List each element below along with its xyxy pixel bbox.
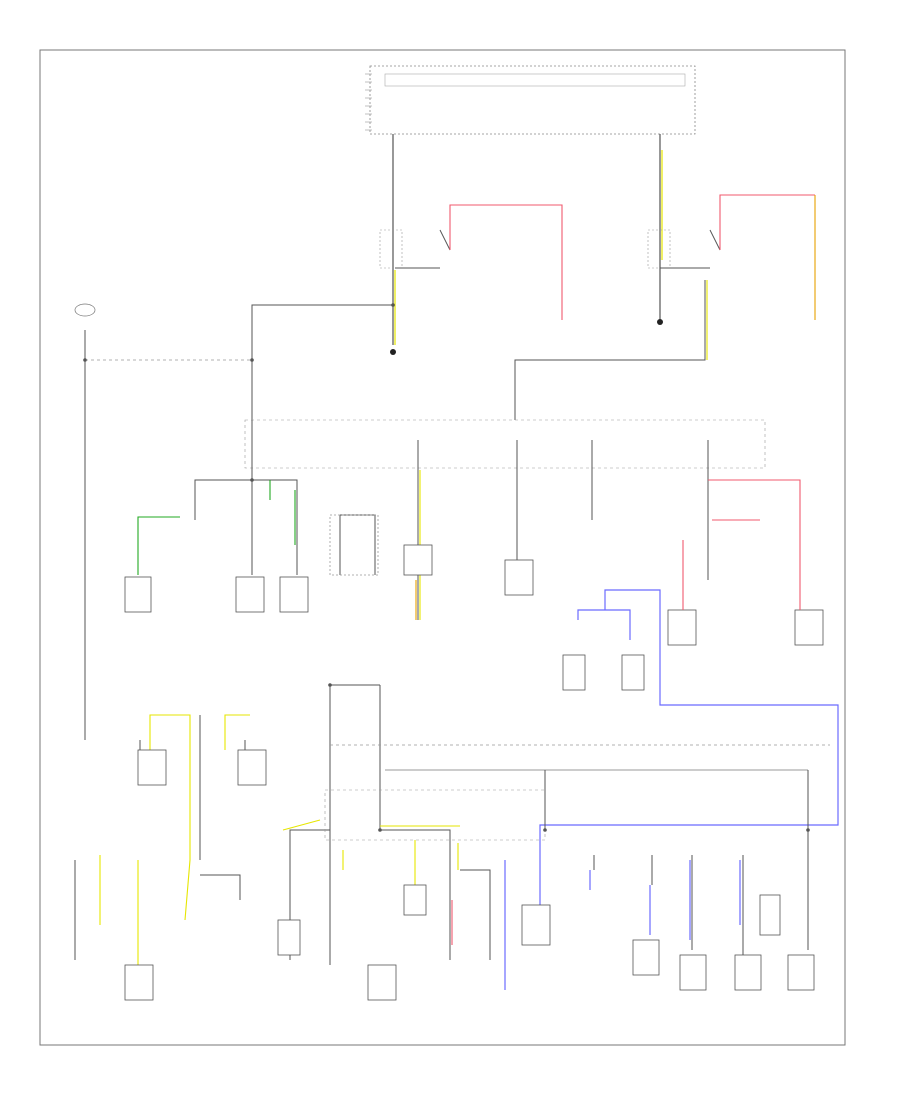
main-feed-wires xyxy=(392,134,663,345)
splice-points xyxy=(83,303,810,832)
component-module-625 xyxy=(621,654,645,691)
component-lower-765 xyxy=(759,894,781,936)
component-shift-lock xyxy=(279,576,309,613)
left-bank-branches xyxy=(194,479,376,575)
components-mid-row xyxy=(124,514,824,691)
red-wires-mid xyxy=(682,479,801,610)
components-lower-row xyxy=(124,749,815,1001)
left-bus xyxy=(84,304,393,740)
blue-wires xyxy=(504,589,839,990)
ground-g2 xyxy=(657,319,663,325)
component-module-565 xyxy=(562,654,586,691)
component-module-517 xyxy=(504,559,534,596)
component-stop-switch xyxy=(235,576,265,613)
green-wire-left xyxy=(137,516,180,575)
control-module-outline xyxy=(369,65,696,135)
component-lower-370 xyxy=(367,964,397,1001)
component-transmission-range xyxy=(329,514,379,576)
fuse-block-lower xyxy=(324,789,546,841)
component-lower-635 xyxy=(632,939,660,976)
control-module-inner-label-box xyxy=(384,73,686,87)
component-lower-735 xyxy=(734,954,762,991)
lower-left-branches xyxy=(74,715,246,960)
component-module-795 xyxy=(794,609,824,646)
lower-distribution xyxy=(289,684,451,965)
component-tcm-left xyxy=(124,576,152,613)
relay-right xyxy=(647,229,721,269)
fuse-block-middle xyxy=(244,419,766,469)
component-lower-405 xyxy=(403,884,427,916)
component-lower-240 xyxy=(237,749,267,786)
ground-symbols-top xyxy=(390,319,663,355)
component-module-670 xyxy=(667,609,697,646)
lower-right-drops xyxy=(460,770,809,960)
control-module-pins xyxy=(365,73,372,131)
top-control-module xyxy=(365,65,696,135)
middle-fuse-drops xyxy=(251,420,709,620)
component-lower-525 xyxy=(521,904,551,946)
component-speed-sensor xyxy=(403,544,433,576)
red-wires-top xyxy=(449,194,815,320)
component-lower-125 xyxy=(124,964,154,1001)
diagram-frame xyxy=(39,49,846,1046)
splice-top-left xyxy=(74,303,96,317)
relay-left xyxy=(379,229,451,269)
component-lower-680 xyxy=(679,954,707,991)
component-lower-140 xyxy=(137,749,167,786)
component-lower-280 xyxy=(277,919,301,956)
ground-g1 xyxy=(390,349,396,355)
component-lower-790 xyxy=(787,954,815,991)
right-branch xyxy=(514,280,706,420)
yellow-wires-lower xyxy=(99,714,460,965)
